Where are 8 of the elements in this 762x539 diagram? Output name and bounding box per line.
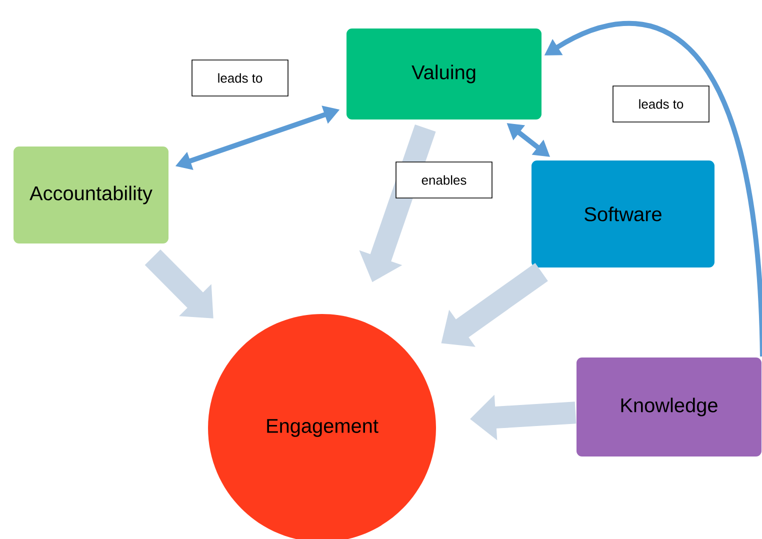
process-box: Accountability bbox=[12, 146, 170, 244]
process-box: Software bbox=[530, 160, 716, 268]
arrow bbox=[144, 250, 214, 318]
edge-label: leads to bbox=[192, 60, 288, 96]
process-box: Knowledge bbox=[576, 356, 762, 458]
edge-label: leads to bbox=[612, 86, 710, 122]
process-box: Valuing bbox=[346, 28, 542, 120]
edge-label: enables bbox=[396, 162, 492, 198]
